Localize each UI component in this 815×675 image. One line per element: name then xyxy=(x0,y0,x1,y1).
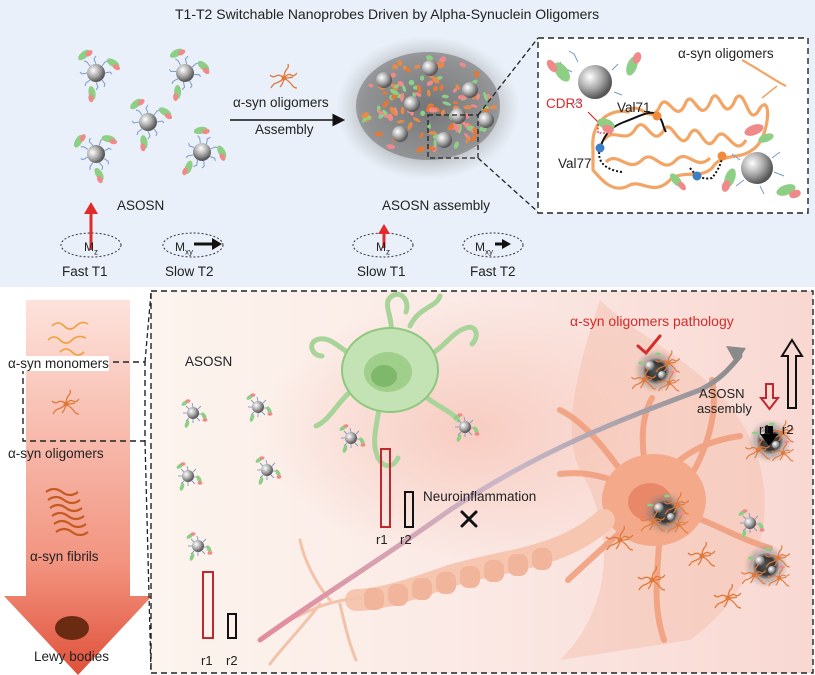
blocked-x-icon xyxy=(460,510,478,528)
r2-label-left: r2 xyxy=(226,653,238,668)
inset-probes xyxy=(546,50,801,199)
progression-path-arrow xyxy=(257,353,743,643)
lewy-bodies-label: Lewy bodies xyxy=(34,649,110,664)
r2-bar-middle xyxy=(404,491,414,528)
r1-label-middle: r1 xyxy=(376,532,388,547)
mz-diagram-left xyxy=(60,202,122,258)
mz-diagram-right xyxy=(352,224,414,258)
val77-marker xyxy=(595,143,605,153)
inset-box xyxy=(537,37,809,214)
mxy-label-left: Mxy xyxy=(175,240,193,257)
microglia-cell xyxy=(309,291,479,469)
zoom-box xyxy=(427,114,479,159)
neuroinflammation-label: Neuroinflammation xyxy=(423,489,537,504)
slow-t2-label: Slow T2 xyxy=(165,264,214,279)
inset-title: α-syn oligomers xyxy=(678,46,774,61)
asosn-assembly-cluster xyxy=(336,36,520,180)
val77-label: Val77 xyxy=(558,156,592,171)
brain-panel-border xyxy=(150,290,814,674)
monomers-icon xyxy=(47,321,89,356)
oligomers-label: α-syn oligomers xyxy=(8,446,104,461)
r2-bar-left xyxy=(227,613,237,639)
fast-t1-label: Fast T1 xyxy=(62,264,108,279)
cdr3-label: CDR3 xyxy=(546,96,583,111)
asosn-assembly-bottom-1: ASOSN xyxy=(699,386,745,401)
r1-label-right: r1 xyxy=(759,422,771,437)
bottom-asosn-label: ASOSN xyxy=(185,354,233,369)
pathology-label: α-syn oligomers pathology xyxy=(570,313,734,329)
arrow-label-assembly: Assembly xyxy=(255,122,314,137)
r2-up-arrow xyxy=(780,338,804,409)
arrow-label-oligomers: α-syn oligomers xyxy=(233,95,329,110)
oligomer-icon xyxy=(269,63,298,89)
r2-label-right: r2 xyxy=(782,422,794,437)
inset-oligomer xyxy=(591,59,787,190)
fibrils-label: α-syn fibrils xyxy=(30,549,99,564)
inset-pointer xyxy=(741,59,787,87)
r1-bar-middle xyxy=(380,448,391,528)
mxy-diagram-left xyxy=(162,232,224,258)
asosn-assembly-bottom-2: assembly xyxy=(697,401,752,416)
monomers-label: α-syn monomers xyxy=(8,356,109,371)
asosn-probes-group xyxy=(69,44,239,191)
r1-bar-left xyxy=(202,571,214,639)
r1-down-arrow xyxy=(758,383,781,411)
figure-title: T1-T2 Switchable Nanoprobes Driven by Al… xyxy=(175,6,600,22)
mxy-label-right: Mxy xyxy=(475,240,493,257)
fast-t2-label: Fast T2 xyxy=(470,264,516,279)
slow-t1-label: Slow T1 xyxy=(357,264,406,279)
mz-label-right: Mz xyxy=(376,240,390,257)
lewy-body-icon xyxy=(55,616,89,640)
progression-arrow xyxy=(4,300,152,675)
val71-marker xyxy=(652,111,662,121)
mxy-diagram-right xyxy=(462,232,524,258)
r1-label-left: r1 xyxy=(201,653,213,668)
asosn-assembly-label: ASOSN assembly xyxy=(382,198,491,213)
asosn-label: ASOSN xyxy=(117,198,165,213)
r2-label-middle: r2 xyxy=(400,532,412,547)
val71-label: Val71 xyxy=(617,100,651,115)
mz-label-left: Mz xyxy=(84,240,98,257)
